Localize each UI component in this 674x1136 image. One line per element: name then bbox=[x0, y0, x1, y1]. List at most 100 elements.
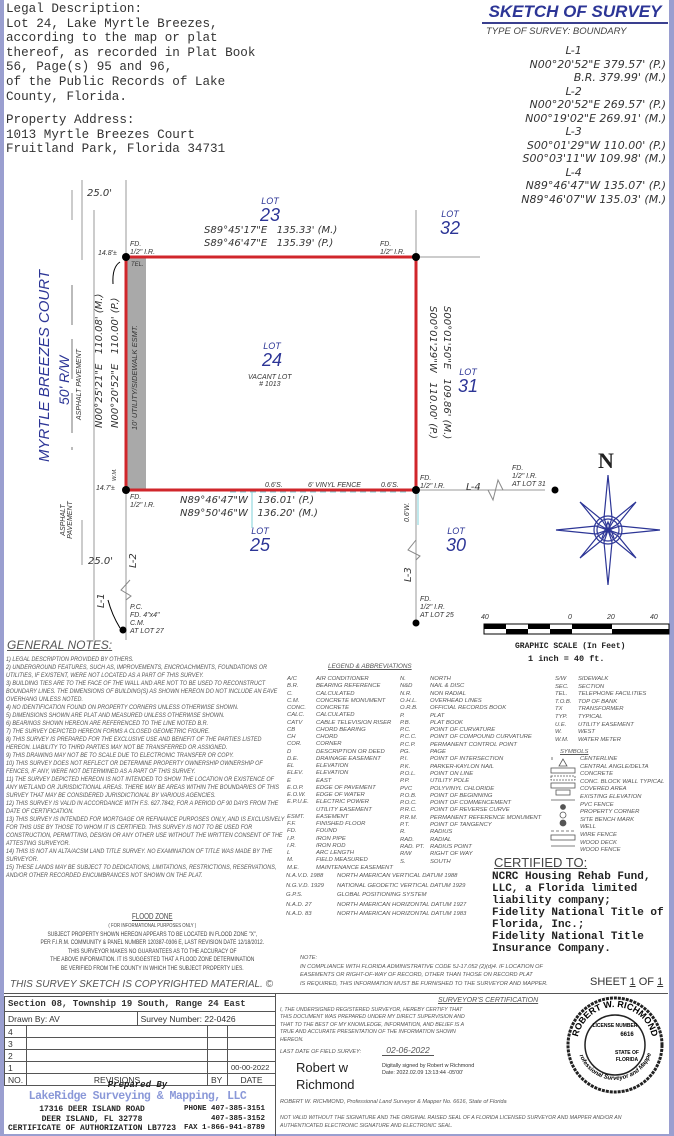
datum-meaning: GLOBAL POSITIONING SYSTEM bbox=[337, 892, 427, 899]
legend-abbr: P.B. bbox=[400, 719, 411, 726]
legend-meaning: ELECTRIC POWER bbox=[316, 799, 370, 806]
rev-no: 2 bbox=[3, 1049, 28, 1062]
note-line: EASEMENTS OR RIGHT-OF-WAY OF RECORD, OTH… bbox=[300, 972, 533, 978]
seal-license-label: LICENSE NUMBER bbox=[592, 1023, 637, 1029]
legend-abbr: W. bbox=[555, 729, 562, 736]
surveyor-cert-heading: SURVEYOR'S CERTIFICATION bbox=[438, 997, 539, 1004]
lot-number: 24 bbox=[262, 350, 283, 370]
legend-abbr: N.R. bbox=[400, 690, 412, 697]
legend-meaning: PARKER-KAYLON NAIL bbox=[430, 763, 494, 770]
header-no: NO. bbox=[3, 1073, 28, 1086]
general-note: 14) THIS IS NOT AN ALTA/ACSM LAND TITLE … bbox=[6, 848, 273, 863]
symbol-label: WOOD DECK bbox=[580, 839, 617, 846]
flood-line: THIS SURVEYOR MAKES NO GUARANTEES AS TO … bbox=[68, 947, 237, 955]
legend-meaning: POLYVINYL CHLORIDE bbox=[430, 785, 495, 792]
rev-text bbox=[26, 1049, 208, 1062]
legend-meaning: RADIUS POINT bbox=[430, 843, 472, 850]
flood-line: BE VERIFIED FROM THE COUNTY IN WHICH THE… bbox=[60, 964, 244, 972]
legend-meaning: NORTH bbox=[430, 676, 451, 682]
legend-heading: LEGEND & ABBREVIATIONS bbox=[328, 663, 412, 670]
legal-line: 56, Page(s) 95 and 96, bbox=[6, 60, 173, 75]
legend-meaning: CALCULATED bbox=[316, 712, 355, 719]
rev-by bbox=[207, 1037, 228, 1050]
signature-line: Richmond bbox=[296, 1077, 355, 1092]
road-width-top: 25.0' bbox=[87, 188, 113, 199]
note-line: IN COMPLIANCE WITH FLORIDA ADMINISTRATIV… bbox=[300, 963, 543, 970]
legend-meaning: DESCRIPTION OR DEED bbox=[316, 748, 385, 755]
legend-abbr: P.I. bbox=[400, 756, 409, 763]
legend-abbr: I.P. bbox=[287, 835, 296, 842]
address-line: 17316 DEER ISLAND ROAD bbox=[39, 1105, 145, 1114]
line-name: L-1 bbox=[565, 44, 582, 57]
flood-zone: FLOOD ZONE ( FOR INFORMATIONAL PURPOSES … bbox=[8, 912, 297, 974]
title-block-table: Section 08, Township 19 South, Range 24 … bbox=[3, 996, 277, 1086]
vacant-lot-label: VACANT LOT# 1013 bbox=[248, 374, 292, 388]
legend-abbr: T.O.B. bbox=[555, 698, 572, 705]
surveyor-seal: ROBERT W. RICHMOND Professional Surveyor… bbox=[565, 994, 664, 1094]
survey-type: TYPE OF SURVEY: BOUNDARY bbox=[486, 26, 627, 37]
legend-meaning: CHORD bbox=[316, 734, 338, 740]
line-name: L-4 bbox=[565, 165, 582, 179]
legend-abbr: CALC. bbox=[287, 712, 305, 719]
general-note: 15) THESE LANDS MAY BE SUBJECT TO DEDICA… bbox=[6, 864, 277, 879]
signature-line: Robert w bbox=[296, 1060, 349, 1075]
line-row: N00°20'52"E 379.57' (P.) bbox=[529, 57, 666, 71]
legend-meaning: FOUND bbox=[316, 828, 337, 835]
note-line: IS REQUIRED, THIS INFORMATION MUST BE FU… bbox=[300, 980, 548, 987]
legend-meaning: MAINTENANCE EASEMENT bbox=[316, 864, 393, 871]
legend-abbr: E.P.U.E. bbox=[287, 799, 309, 806]
legend-abbr: ELEV. bbox=[287, 770, 304, 777]
legend-abbr: CATV bbox=[287, 719, 303, 726]
elevation-icon bbox=[555, 789, 571, 796]
legend-meaning: EDGE OF WATER bbox=[316, 792, 365, 798]
concrete-icon bbox=[550, 767, 576, 774]
fence-offset: 0.6'W. bbox=[404, 502, 411, 522]
legend-abbr: PVC bbox=[400, 785, 413, 792]
legend-meaning: CONCRETE bbox=[316, 705, 350, 711]
fence-offset: 0.6'S. bbox=[265, 482, 283, 489]
legend-abbr: O.R.B. bbox=[400, 705, 418, 712]
legend-meaning: POINT OF COMMENCEMENT bbox=[430, 800, 512, 807]
legend-meaning: ELEVATION bbox=[316, 763, 349, 769]
phone: 407-385-3152 bbox=[211, 1114, 266, 1123]
lot-word: LOT bbox=[261, 196, 279, 206]
legend-meaning: EAST bbox=[316, 777, 332, 784]
legend-abbr: M. bbox=[287, 857, 294, 864]
legend-abbr: P.O.L. bbox=[400, 770, 416, 777]
legend-abbr: C. bbox=[287, 690, 293, 697]
found-iron-rod: FD. 1/2" I.R. bbox=[130, 241, 156, 256]
note-label: NOTE: bbox=[300, 955, 318, 961]
legend-meaning: CHORD BEARING bbox=[316, 726, 366, 733]
symbols-heading: SYMBOLS bbox=[560, 749, 589, 755]
legend-abbr: F.F. bbox=[287, 821, 296, 827]
sheet-of: OF bbox=[638, 976, 655, 988]
fence-label: 6' VINYL FENCE bbox=[308, 482, 361, 489]
legend-meaning: FIELD MEASURED bbox=[316, 857, 368, 864]
legend-abbr: M.E. bbox=[287, 864, 300, 871]
seal-license-number: 6616 bbox=[620, 1032, 634, 1038]
certified-line: Florida, Inc.; bbox=[492, 919, 585, 931]
scale-title: GRAPHIC SCALE (In Feet) bbox=[515, 642, 626, 651]
address-line: DEER ISLAND, FL 32778 bbox=[41, 1114, 143, 1124]
legend-abbr: TEL. bbox=[555, 691, 568, 698]
rev-no: 1 bbox=[3, 1061, 28, 1074]
legend-meaning: ARC LENGTH bbox=[316, 850, 354, 856]
datum-abbr: N.A.D. 27 bbox=[286, 901, 312, 908]
legend-meaning: SECTION bbox=[578, 683, 605, 690]
legend-abbr: S. bbox=[400, 858, 406, 865]
section-info: Section 08, Township 19 South, Range 24 … bbox=[4, 996, 276, 1012]
seal-state: FLORIDA bbox=[616, 1057, 639, 1063]
legal-line: Legal Description: bbox=[6, 2, 143, 16]
concrete-monument-lot27: P.C. FD. 4"x4" C.M. AT LOT 27 bbox=[130, 604, 164, 635]
legend-meaning: TYPICAL bbox=[578, 714, 603, 720]
legend-symbols-icons bbox=[550, 757, 576, 847]
legend-abbr: CB bbox=[287, 726, 296, 733]
legal-line: of the Public Records of Lake bbox=[6, 74, 226, 89]
legend-meaning: TRANSFORMER bbox=[578, 706, 624, 713]
lot-number: 31 bbox=[458, 376, 479, 396]
legend-meaning: EASEMENT bbox=[316, 813, 349, 820]
